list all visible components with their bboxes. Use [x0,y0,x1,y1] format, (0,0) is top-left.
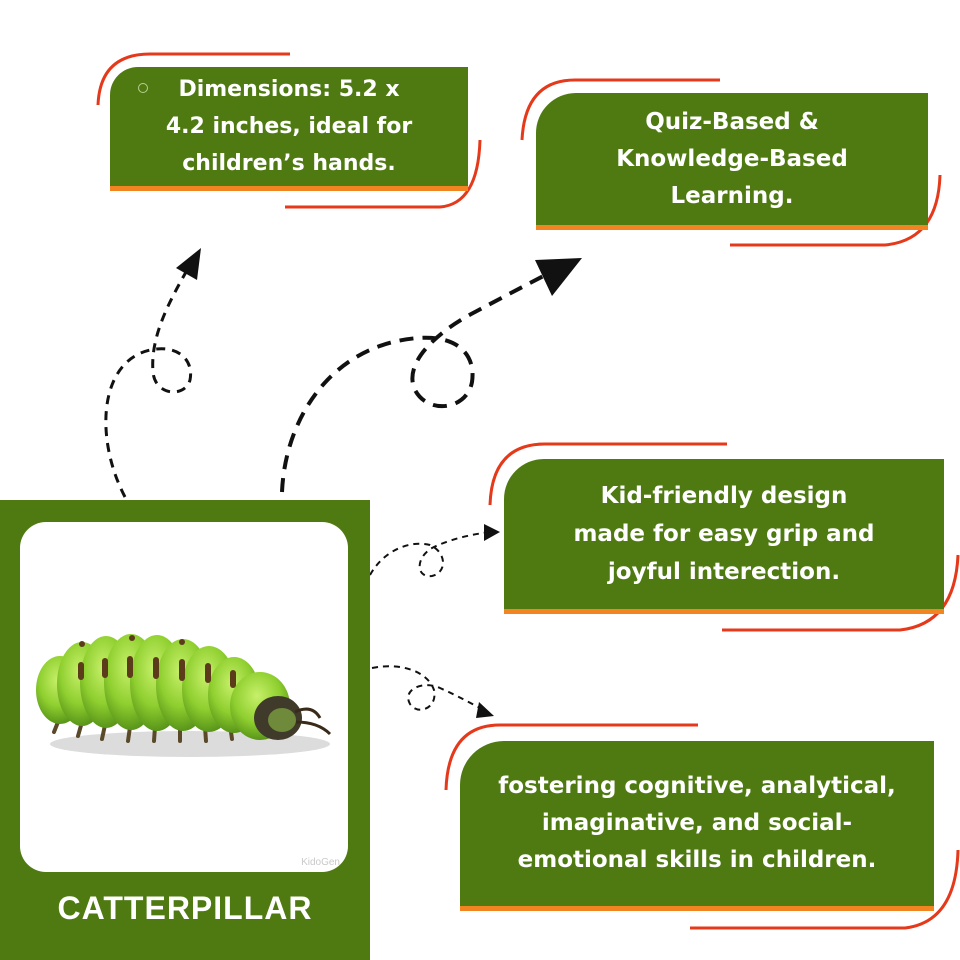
feature-box-design: Kid-friendly design made for easy grip a… [504,459,944,614]
watermark: KidoGen [301,857,340,868]
feature-box-learning: Quiz-Based & Knowledge-Based Learning. [536,93,928,230]
feature-line: Dimensions: 5.2 x [178,77,400,102]
feature-line: children’s hands. [182,151,396,176]
card-image-frame: KidoGen [20,522,348,872]
card-title: CATTERPILLAR [57,890,313,926]
feature-box-dimensions: Dimensions: 5.2 x 4.2 inches, ideal for … [110,67,468,191]
caterpillar-spots [78,635,236,688]
feature-box-skills: fostering cognitive, analytical, imagina… [460,741,934,911]
feature-line: Kid-friendly design [600,483,848,509]
dashed-arrow-3 [369,531,491,578]
arrow-head-1 [176,248,201,280]
arrow-head-4 [476,702,494,718]
feature-line: imaginative, and social- [541,810,853,836]
feature-line: made for easy grip and [573,521,875,547]
dashed-arrow-4 [371,665,485,711]
dashed-arrow-2 [280,268,556,493]
dashed-arrow-1 [104,264,193,498]
arrow-head-3 [484,524,500,541]
feature-line: Learning. [670,182,794,209]
feature-line: emotional skills in children. [517,847,877,873]
feature-line: fostering cognitive, analytical, [498,773,896,799]
feature-line: 4.2 inches, ideal for [165,114,413,139]
feature-line: Quiz-Based & [645,108,819,135]
caterpillar-head [254,696,332,740]
caterpillar-illustration [36,634,332,757]
caterpillar-body [36,634,290,740]
bullet-dot [138,83,148,93]
feature-line: joyful interection. [607,559,841,585]
feature-line: Knowledge-Based [616,145,848,172]
arrow-head-2 [535,258,582,296]
flash-card: KidoGen CATTERPILLAR [0,500,370,960]
